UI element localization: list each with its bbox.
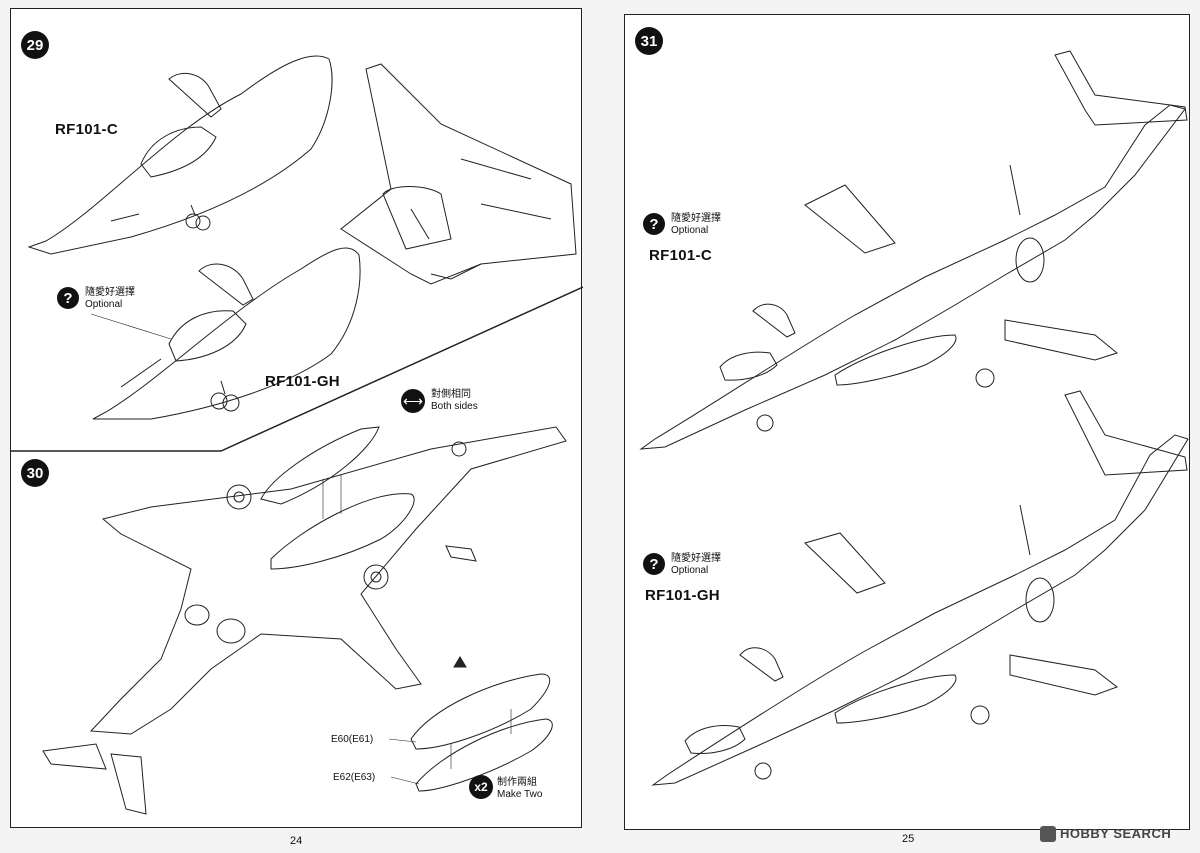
assembly-drawing-right (639, 50, 1189, 786)
rf101gh-nose-drawing (90, 247, 361, 420)
double-arrow-icon: ⟷ (401, 389, 425, 413)
step-30-badge: 30 (21, 459, 49, 487)
both-sides-note: 對側相同 Both sides (431, 389, 478, 413)
assembly-drawing-left (11, 55, 583, 815)
fuselage-midsection-drawing (340, 63, 577, 285)
drop-tank-drawing (388, 656, 553, 792)
optional-en-text: Optional (85, 299, 123, 310)
optional-note-c: 隨愛好選擇 Optional (671, 213, 721, 237)
step-29-badge: 29 (21, 31, 49, 59)
step-divider (11, 286, 583, 452)
page-number-right: 25 (902, 833, 915, 845)
variant-label-rf101gh: RF101-GH (645, 587, 720, 604)
aircraft-underside-drawing (42, 426, 567, 815)
variant-label-rf101c: RF101-C (649, 247, 712, 264)
hobby-search-logo-icon (1040, 826, 1056, 842)
optional-en-text: Optional (671, 565, 709, 576)
question-circle-icon: ? (643, 213, 665, 235)
optional-cn-text: 隨愛好選擇 (85, 287, 135, 298)
page-number-left: 24 (290, 835, 303, 847)
rf101c-aircraft-drawing (639, 50, 1188, 450)
part-label-e60: E60(E61) (331, 734, 374, 745)
optional-note: 隨愛好選擇 Optional (85, 287, 135, 311)
variant-label-rf101gh: RF101-GH (265, 373, 340, 390)
make-two-en-text: Make Two (497, 789, 543, 800)
watermark: HOBBY SEARCH (1060, 826, 1172, 841)
make-two-note: 制作兩組 Make Two (497, 777, 542, 801)
optional-cn-text: 隨愛好選擇 (671, 213, 721, 224)
rf101gh-aircraft-drawing (651, 390, 1189, 786)
optional-note-gh: 隨愛好選擇 Optional (671, 553, 721, 577)
variant-label-rf101c: RF101-C (55, 121, 118, 138)
instruction-page-left: 29 RF101-C ? 隨愛好選擇 Optional RF101-GH 30 … (10, 8, 583, 828)
multiplier-badge: x2 (469, 775, 493, 799)
rf101c-nose-drawing (27, 55, 333, 255)
question-circle-icon: ? (643, 553, 665, 575)
optional-cn-text: 隨愛好選擇 (671, 553, 721, 564)
part-label-e62: E62(E63) (333, 772, 376, 783)
step-31-badge: 31 (635, 27, 663, 55)
both-sides-en-text: Both sides (431, 401, 478, 412)
instruction-page-right: 31 ? 隨愛好選擇 Optional RF101-C ? 隨愛好選擇 Opti… (624, 14, 1190, 830)
both-sides-cn-text: 對側相同 (431, 389, 471, 400)
make-two-cn-text: 制作兩組 (497, 777, 537, 788)
question-circle-icon: ? (57, 287, 79, 309)
optional-en-text: Optional (671, 225, 709, 236)
